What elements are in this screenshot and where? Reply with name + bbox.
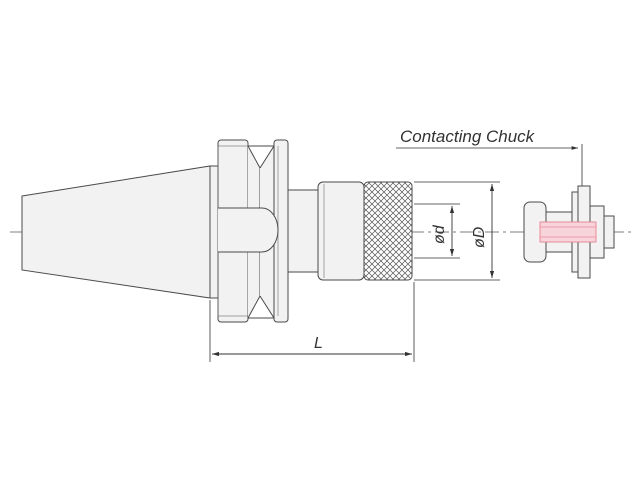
length-dimension [209,282,415,362]
inner-diameter-label: ød [431,224,448,244]
inner-diameter-dimension [414,203,460,259]
taper-shank [21,165,211,299]
chuck-bore-highlight [539,221,597,243]
contacting-chuck [523,185,615,279]
outer-diameter-dimension [414,181,500,281]
nut-body [317,181,365,281]
key-slot [218,207,279,253]
length-label: L [314,335,323,352]
outer-diameter-label: øD [471,226,488,248]
contacting-chuck-label: Contacting Chuck [400,127,536,146]
knurled-ring [363,181,413,281]
neck [287,189,319,273]
